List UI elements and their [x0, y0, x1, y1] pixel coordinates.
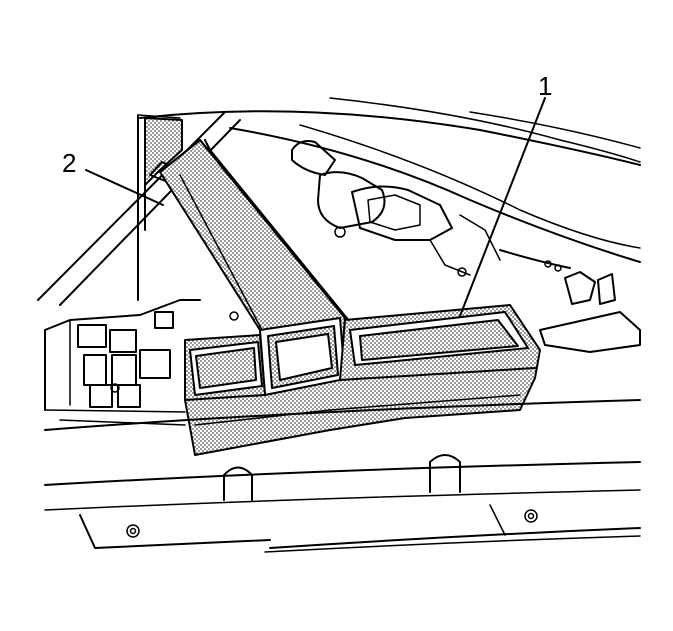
wiper-linkage [499, 249, 641, 353]
radiator-support [44, 399, 641, 553]
callout-2-label: 2 [62, 148, 76, 178]
callout-2-leader [85, 169, 164, 206]
left-frame [137, 114, 183, 301]
air-duct-tray [184, 304, 541, 456]
hood-lines [139, 97, 641, 263]
cross-member-end [259, 317, 346, 396]
fuse-block [44, 299, 201, 426]
wiper-motor [291, 140, 501, 277]
callout-leaders [85, 97, 546, 317]
callout-1-leader [459, 97, 546, 317]
callout-1-label: 1 [538, 71, 552, 101]
